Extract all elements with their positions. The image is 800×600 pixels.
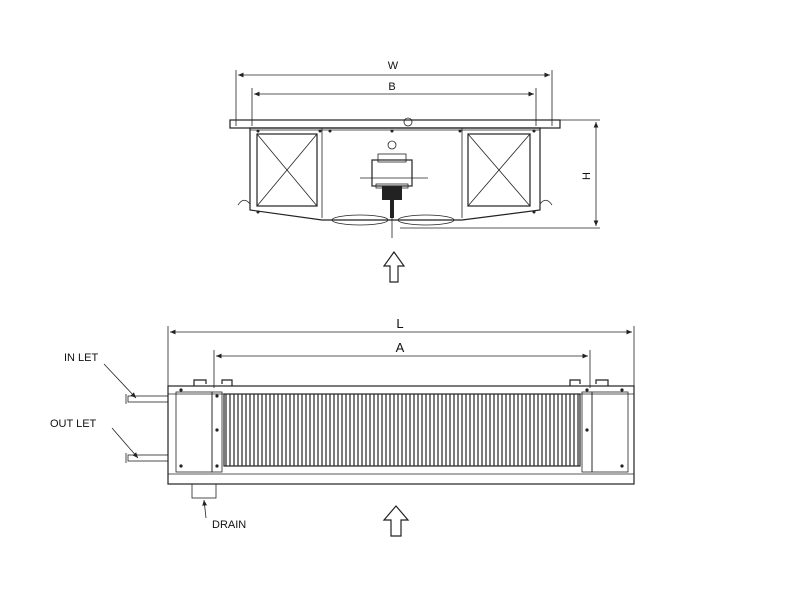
front-view: W B H [229,60,600,283]
unit-body [249,127,541,221]
drain-fitting [191,483,217,499]
side-view: L A [50,316,635,537]
dimension-a: A [213,340,591,388]
side-bolt-marks [179,388,624,468]
fan-blades [331,214,455,238]
dim-w-label: W [388,60,399,72]
airflow-arrow-icon [382,250,406,283]
outlet-label: OUT LET [50,418,97,430]
dimension-h: H [400,119,600,229]
drain-label: DRAIN [212,519,246,531]
bolt-marks [256,129,536,214]
fan-motor [360,153,428,218]
dimension-w: W [235,60,553,126]
outlet-pipe [125,453,169,463]
mounting-flange [229,119,561,129]
dim-l-label: L [396,316,403,331]
inlet-label: IN LET [64,352,99,364]
dimension-l: L [167,316,635,390]
airflow-arrow-icon [382,505,410,537]
left-coil-section [256,133,318,207]
dimension-b: B [251,81,537,126]
dim-h-label: H [581,172,593,180]
dim-a-label: A [396,340,405,355]
right-coil-section [467,133,531,207]
coil-fins [223,393,581,467]
right-end-plate [591,391,629,473]
unit-casing [167,385,635,485]
left-end-plate [175,391,213,473]
inlet-pipe [125,394,169,404]
dim-b-label: B [388,81,395,93]
